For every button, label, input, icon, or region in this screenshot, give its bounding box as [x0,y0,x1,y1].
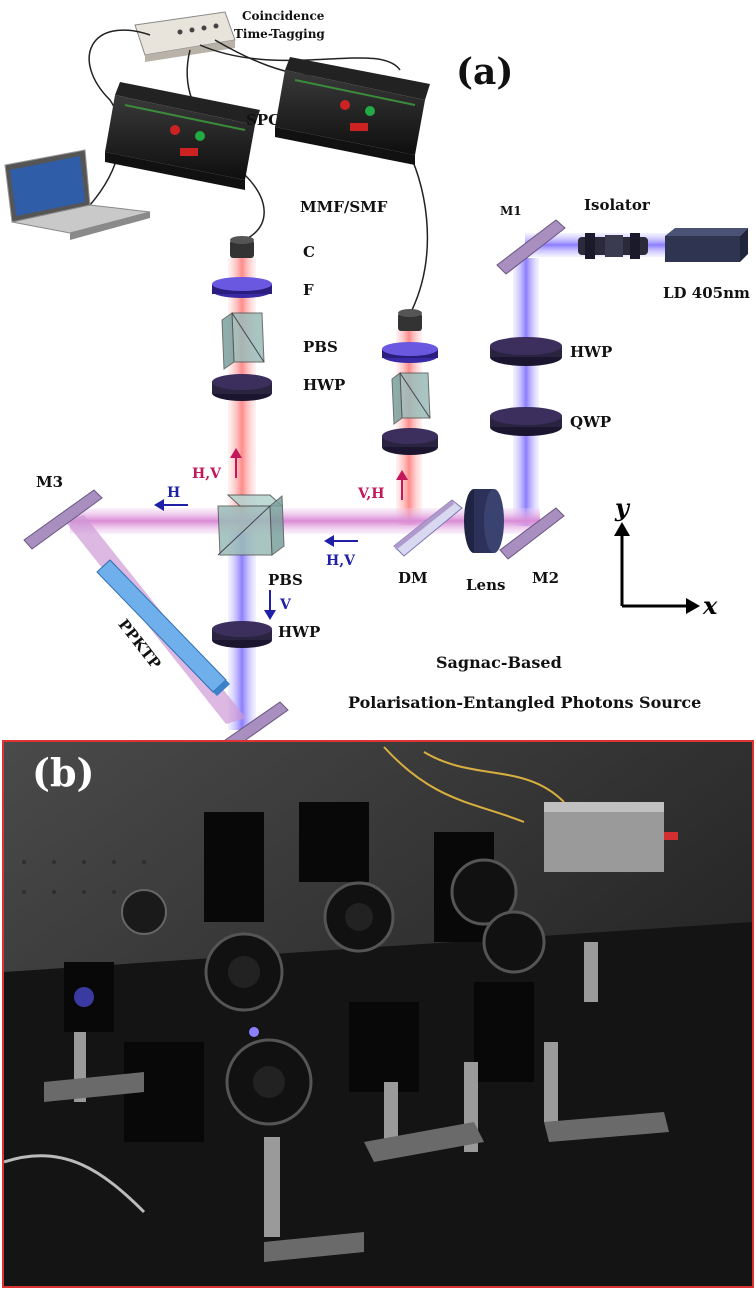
cable-3 [199,44,401,71]
dichroic-mirror [393,499,463,557]
qwp [490,407,562,436]
label-hwp-bottom: HWP [278,623,320,641]
hwp-top-right [382,428,438,455]
spcm-left [105,82,260,190]
label-hwp-top: HWP [303,376,345,394]
filter-f [212,277,272,298]
laser-diode [665,228,748,262]
label-coincidence: Coincidence [242,9,325,23]
mirror-m1 [496,219,566,275]
photo-laser-box [544,802,678,872]
label-m2: M2 [532,569,559,587]
label-f: F [303,281,314,299]
arrow-down-v [264,590,276,620]
arrow-up-left [230,448,242,478]
label-arrow-down-v: V [279,597,292,613]
optical-table [4,922,752,1286]
axis-label-y: y [614,493,631,522]
coupler-right [398,309,422,331]
label-hwp-right: HWP [570,343,612,361]
hwp-bottom [212,621,272,648]
photo-cable-3 [4,1154,146,1214]
hwp-right [490,337,562,366]
lens [464,489,504,553]
lab-photograph: (b) [2,740,754,1288]
arrow-left-h [154,499,188,511]
caption-line-1: Sagnac-Based [436,653,562,672]
photo-rotation-mounts [74,858,546,1126]
mirror-m2 [499,507,565,560]
label-arrow-left-h: H [167,485,180,501]
label-dm: DM [398,569,428,587]
label-arrow-up-right: V,H [357,486,385,502]
blue-beam-right [513,258,539,526]
arrow-up-right [396,470,408,500]
photo-fiber-cable-2 [383,746,525,823]
label-isolator: Isolator [584,196,651,214]
axis-label-x: x [702,591,718,620]
coupler-left [230,236,254,258]
label-m1: M1 [500,204,522,218]
label-mmf-smf: MMF/SMF [300,198,388,216]
label-qwp: QWP [570,413,611,431]
isolator [578,233,648,259]
label-ld: LD 405nm [663,284,750,302]
photo-clamps [44,1072,669,1262]
label-arrow-up-left: H,V [192,466,222,482]
panel-label-b: (b) [32,750,95,795]
coordinate-axes [614,522,700,614]
label-lens: Lens [466,576,505,594]
pbs-top-right [391,372,431,425]
laptop [4,149,151,240]
label-c: C [303,243,315,261]
pbs-top-left [221,312,265,370]
label-pbs-top: PBS [303,338,338,356]
pbs-center [217,494,285,556]
hwp-top-left [212,374,272,401]
fiber-right [404,144,429,311]
arrow-left-hv [324,535,358,547]
label-time-tagging: Time-Tagging [234,27,325,41]
panel-label-a: (a) [456,51,513,93]
cable-2 [186,49,194,104]
mirror-m3 [23,489,103,550]
cable-1 [88,29,151,206]
fiber-left [244,174,265,239]
photo-fiber-cable [423,751,565,803]
filter-right [382,342,438,363]
mixed-beam-horizontal [70,508,540,534]
photo-illustration [4,742,752,1286]
label-pbs-center: PBS [268,571,303,589]
label-m3: M3 [36,473,63,491]
caption-line-2: Polarisation-Entangled Photons Source [348,693,701,712]
spcm-right [275,57,430,165]
label-arrow-left-hv: H,V [326,553,356,569]
ppktp-crystal [96,559,230,696]
photo-mounts [64,802,534,1142]
coincidence-box [134,11,236,62]
